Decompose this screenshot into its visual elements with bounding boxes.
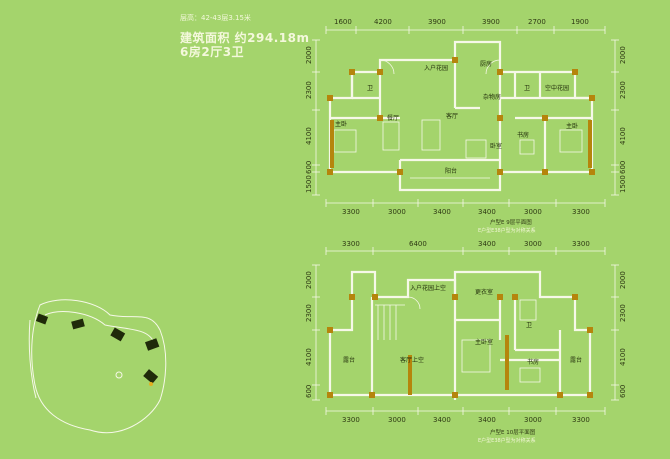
room-study: 书房 — [517, 131, 529, 139]
room-bath-1: 卫 — [367, 85, 373, 92]
dim-l-right-2: 2300 — [619, 304, 627, 322]
dim-top-6: 1900 — [571, 18, 589, 26]
dim-bottom-1: 3300 — [342, 208, 360, 216]
dim-l-left-1: 2000 — [305, 271, 313, 289]
dim-right-4: 600 — [619, 161, 627, 174]
caption-lower-note: E户型E38户型为对称关系 — [478, 437, 536, 444]
dim-top-3: 3900 — [428, 18, 446, 26]
building-area-text: 建筑面积 约294.18m — [180, 31, 310, 45]
dim-bottom-3: 3400 — [433, 208, 451, 216]
room-dressing: 更衣室 — [475, 288, 493, 296]
room-entry-void: 入户花园上空 — [410, 284, 446, 292]
room-kitchen: 厨房 — [480, 60, 492, 68]
room-dining: 餐厅 — [387, 114, 399, 122]
dim-l-top-1: 3300 — [342, 240, 360, 248]
dim-l-bottom-6: 3300 — [572, 416, 590, 424]
caption-upper-note: E户型E38户型为对称关系 — [478, 227, 536, 234]
dim-left-5: 1500 — [305, 175, 313, 193]
dim-l-top-4: 3000 — [524, 240, 542, 248]
dim-right-3: 4100 — [619, 127, 627, 145]
dim-l-right-4: 600 — [619, 385, 627, 398]
dim-l-bottom-4: 3400 — [478, 416, 496, 424]
dim-l-left-2: 2300 — [305, 304, 313, 322]
dim-bottom-4: 3400 — [478, 208, 496, 216]
floor-height-text: 层高：42-43层3.15米 — [180, 14, 251, 22]
dim-right-2: 2300 — [619, 81, 627, 99]
dim-l-top-2: 6400 — [409, 240, 427, 248]
dim-l-top-3: 3400 — [478, 240, 496, 248]
dim-right-5: 1500 — [619, 175, 627, 193]
dim-top-1: 1600 — [334, 18, 352, 26]
room-bath-2: 卫 — [524, 85, 530, 92]
upper-plan — [312, 26, 619, 207]
dim-l-right-1: 2000 — [619, 271, 627, 289]
dim-l-left-4: 600 — [305, 385, 313, 398]
dim-left-2: 2300 — [305, 81, 313, 99]
room-count-text: 6房2厅3卫 — [180, 45, 245, 59]
room-bedroom: 卧室 — [490, 142, 502, 150]
room-terrace-left: 露台 — [343, 356, 355, 364]
dim-l-left-3: 4100 — [305, 348, 313, 366]
room-master-lower: 主卧室 — [475, 338, 493, 346]
room-master-right: 主卧 — [566, 122, 578, 130]
dim-l-bottom-3: 3400 — [433, 416, 451, 424]
room-living: 客厅 — [446, 112, 458, 120]
dim-l-bottom-5: 3000 — [524, 416, 542, 424]
site-plan-thumbnail — [28, 299, 167, 434]
dim-l-right-3: 4100 — [619, 348, 627, 366]
room-entry-garden: 入户花园 — [424, 64, 448, 72]
dim-left-1: 2000 — [305, 46, 313, 64]
dim-l-bottom-1: 3300 — [342, 416, 360, 424]
room-balcony: 阳台 — [445, 167, 457, 175]
lower-plan — [312, 247, 619, 415]
dim-top-5: 2700 — [528, 18, 546, 26]
dim-bottom-2: 3000 — [388, 208, 406, 216]
dim-left-3: 4100 — [305, 127, 313, 145]
dim-l-bottom-2: 3000 — [388, 416, 406, 424]
room-sky-garden: 空中花园 — [545, 84, 569, 92]
room-master-left: 主卧 — [335, 120, 347, 128]
dim-right-1: 2000 — [619, 46, 627, 64]
room-study-lower: 书房 — [527, 358, 539, 366]
dim-top-4: 3900 — [482, 18, 500, 26]
dim-l-top-5: 3300 — [572, 240, 590, 248]
dim-left-4: 600 — [305, 161, 313, 174]
dim-bottom-6: 3300 — [572, 208, 590, 216]
caption-lower: 户型E 10层平面图 — [490, 428, 536, 436]
room-storage: 杂物房 — [483, 93, 501, 101]
dim-top-2: 4200 — [374, 18, 392, 26]
dim-bottom-5: 3000 — [524, 208, 542, 216]
caption-upper: 户型E 9层平面图 — [490, 218, 532, 226]
room-bath-lower: 卫 — [526, 322, 532, 329]
room-terrace-right: 露台 — [570, 356, 582, 364]
room-living-void: 客厅上空 — [400, 356, 424, 364]
